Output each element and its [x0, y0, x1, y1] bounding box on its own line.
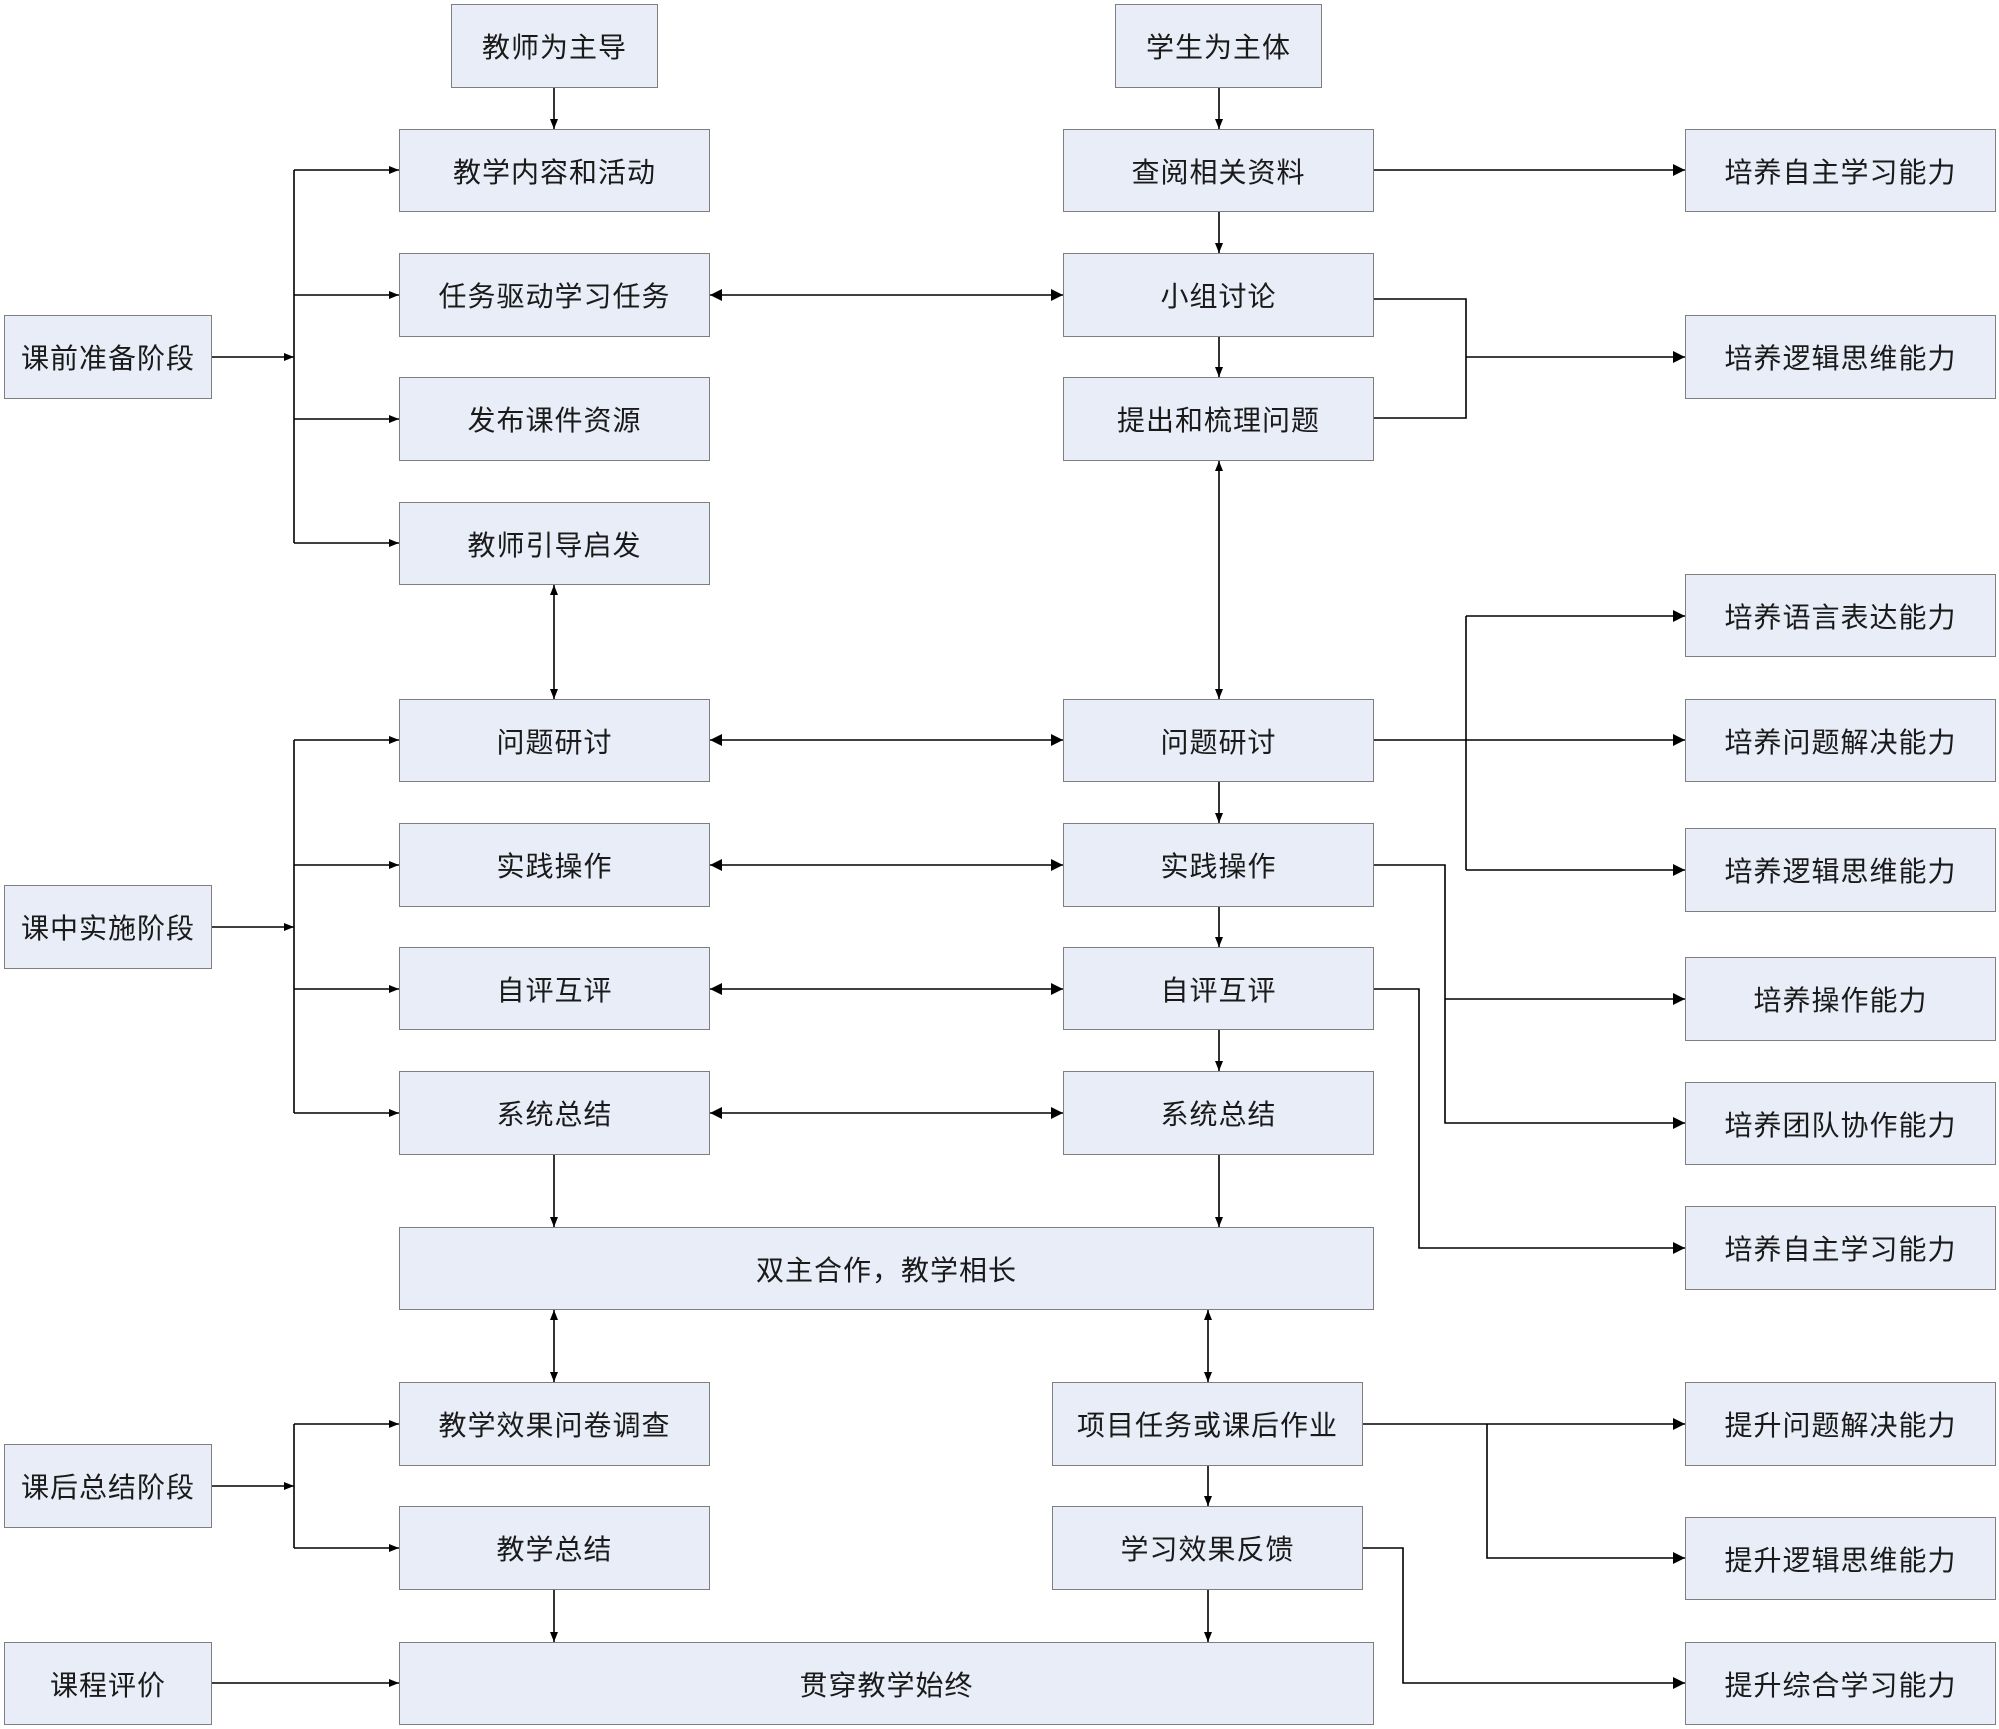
- learning-feedback-box: 学习效果反馈: [1052, 1506, 1363, 1590]
- ability-problem-solving-box: 培养问题解决能力: [1685, 699, 1996, 782]
- teacher-lead-box: 教师为主导: [451, 4, 658, 88]
- ability-logical-box-2: 培养逻辑思维能力: [1685, 828, 1996, 912]
- student-evaluation-box: 自评互评: [1063, 947, 1374, 1030]
- teacher-guide-box: 教师引导启发: [399, 502, 710, 585]
- student-practice-box: 实践操作: [1063, 823, 1374, 907]
- link-group-to-logical-merge: [1374, 298, 1467, 419]
- link-feedback-to-comprehensive: [1363, 1547, 1685, 1689]
- teacher-evaluation-box: 自评互评: [399, 947, 710, 1030]
- improve-comprehensive-box: 提升综合学习能力: [1685, 1642, 1996, 1725]
- co-growth-box: 双主合作，教学相长: [399, 1227, 1374, 1310]
- ability-teamwork-box: 培养团队协作能力: [1685, 1082, 1996, 1165]
- link-project-to-improve-logical: [1486, 1424, 1685, 1564]
- teacher-discussion-box: 问题研讨: [399, 699, 710, 782]
- improve-logical-box: 提升逻辑思维能力: [1685, 1517, 1996, 1600]
- link-evaluation-to-self-learning-2: [1374, 988, 1685, 1254]
- link-practice-to-abilities: [1352, 864, 1685, 1129]
- ability-logical-box-1: 培养逻辑思维能力: [1685, 315, 1996, 399]
- in-class-stage-box: 课中实施阶段: [4, 885, 212, 969]
- publish-courseware-box: 发布课件资源: [399, 377, 710, 461]
- pre-class-stage-box: 课前准备阶段: [4, 315, 212, 399]
- task-driven-box: 任务驱动学习任务: [399, 253, 710, 337]
- course-evaluation-box: 课程评价: [4, 1642, 212, 1725]
- ability-operation-box: 培养操作能力: [1685, 957, 1996, 1041]
- teaching-summary-box: 教学总结: [399, 1506, 710, 1590]
- teaching-content-box: 教学内容和活动: [399, 129, 710, 212]
- throughout-box: 贯穿教学始终: [399, 1642, 1374, 1725]
- ability-self-learning-box-1: 培养自主学习能力: [1685, 129, 1996, 212]
- teacher-summary-box: 系统总结: [399, 1071, 710, 1155]
- project-homework-box: 项目任务或课后作业: [1052, 1382, 1363, 1466]
- raise-questions-box: 提出和梳理问题: [1063, 377, 1374, 461]
- student-main-box: 学生为主体: [1115, 4, 1322, 88]
- consult-materials-box: 查阅相关资料: [1063, 129, 1374, 212]
- group-discussion-box: 小组讨论: [1063, 253, 1374, 337]
- survey-box: 教学效果问卷调查: [399, 1382, 710, 1466]
- teacher-practice-box: 实践操作: [399, 823, 710, 907]
- student-summary-box: 系统总结: [1063, 1071, 1374, 1155]
- ability-self-learning-box-2: 培养自主学习能力: [1685, 1206, 1996, 1290]
- improve-problem-solving-box: 提升问题解决能力: [1685, 1382, 1996, 1466]
- student-discussion-box: 问题研讨: [1063, 699, 1374, 782]
- ability-language-box: 培养语言表达能力: [1685, 574, 1996, 657]
- post-class-stage-box: 课后总结阶段: [4, 1444, 212, 1528]
